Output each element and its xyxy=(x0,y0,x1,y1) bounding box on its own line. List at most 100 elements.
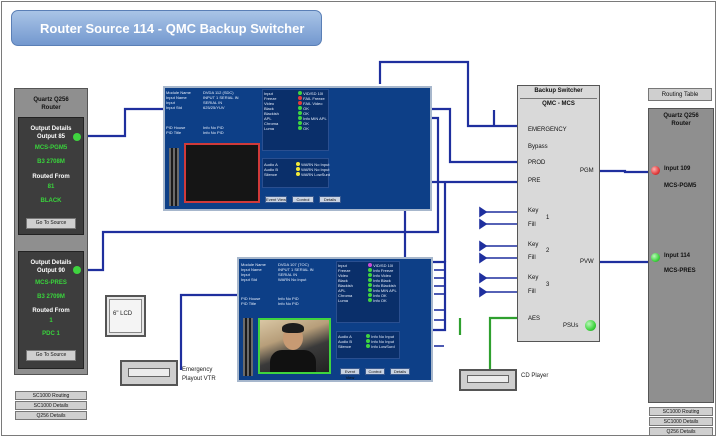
right-sc1000-routing-button[interactable]: SC1000 Routing xyxy=(649,407,713,416)
monitor2-control-button[interactable]: Control xyxy=(365,368,385,375)
line-aes xyxy=(488,316,519,372)
monitor2-audio-a-led xyxy=(366,334,370,338)
routing-table-button[interactable]: Routing Table xyxy=(648,88,712,101)
monitor1-luma-led xyxy=(298,126,302,130)
output85-routed-2: BLACK xyxy=(40,198,62,204)
monitor1-black-led xyxy=(298,106,302,110)
line-output90-monitor2 xyxy=(86,116,440,272)
monitor1-level-meters xyxy=(169,148,179,206)
left-router-title-1: Quartz Q256 xyxy=(33,97,69,103)
monitor2-status-values: VID/SD 10I Info Freeze Info Video Info B… xyxy=(368,263,397,303)
monitor1-details-button[interactable]: Details xyxy=(319,196,341,203)
monitor2-info-values: DVDA 107 (TOC) INPUT 1 SERIAL IN SERIAL … xyxy=(278,262,314,282)
monitor2-apl-led xyxy=(368,288,372,292)
monitor1-pid: PID House PID Title xyxy=(166,125,186,135)
output85-value-2: B3 2708M xyxy=(37,159,65,165)
monitor1-pid-values: Info No PID Info No PID xyxy=(203,125,224,135)
go-to-source-button-85[interactable]: Go To Source xyxy=(26,218,76,229)
lcd-label: 6" LCD xyxy=(113,311,133,317)
key-2-label: Key xyxy=(528,242,539,248)
fill-2-label: Fill xyxy=(528,255,536,261)
output90-value-1: MCS-PRES xyxy=(35,280,67,286)
output90-value-2: B3 2709M xyxy=(37,294,65,300)
output90-header-1: Output Details xyxy=(30,260,72,266)
monitor1-control-button[interactable]: Control xyxy=(292,196,314,203)
monitor1-event-view-button[interactable]: Event View xyxy=(265,196,287,203)
line-monitor1-prod xyxy=(430,107,519,164)
output85-value-1: MCS-PGM5 xyxy=(34,145,68,151)
input-bypass[interactable]: Bypass xyxy=(528,144,548,150)
aes-label: AES xyxy=(528,316,541,322)
lcd-monitor-inner xyxy=(109,299,142,333)
line-pgm xyxy=(598,169,648,174)
output-pgm-label: PGM xyxy=(580,168,594,174)
monitor1-freeze-led xyxy=(298,96,302,100)
monitor1-audio-b-led xyxy=(296,167,300,171)
presenter-hair-shape xyxy=(282,323,304,333)
monitor1-video-screen xyxy=(184,143,260,203)
switcher-divider xyxy=(520,98,597,99)
backup-switcher-title: Backup Switcher xyxy=(534,88,583,94)
go-to-source-button-90[interactable]: Go To Source xyxy=(26,350,76,361)
monitor2-video-led xyxy=(368,273,372,277)
backup-switcher-subtitle: QMC - MCS xyxy=(542,101,575,107)
right-sc1000-details-button[interactable]: SC1000 Details xyxy=(649,417,713,426)
input109-label: Input 109 xyxy=(664,166,691,172)
monitor2-blackish-led xyxy=(368,283,372,287)
monitor1-status-labels: Input Freeze Video Black Blackish APL Ch… xyxy=(264,91,279,131)
monitor1-info: Module Name Input Name Input Input Std xyxy=(166,90,191,110)
monitor1-silence-led xyxy=(296,172,300,176)
fill-1-label: Fill xyxy=(528,222,536,228)
output85-routed-label: Routed From xyxy=(32,174,70,180)
right-router-title-1: Quartz Q256 xyxy=(663,113,699,119)
monitor1-status-block xyxy=(262,89,329,151)
monitor2-details-button[interactable]: Details xyxy=(390,368,410,375)
monitor2-luma-led xyxy=(368,298,372,302)
monitor2-pid-values: Info No PID Info No PID xyxy=(278,296,299,306)
input-prod[interactable]: PROD xyxy=(528,160,546,166)
monitor1-apl-led xyxy=(298,116,302,120)
output85-routed-1: 81 xyxy=(47,184,55,190)
psu-status-led xyxy=(585,320,596,331)
monitor1-video-led xyxy=(298,101,302,105)
vtr-label-1: Emergency xyxy=(182,367,213,373)
monitor2-audio-labels: Audio A Audio B Silence xyxy=(338,334,353,349)
monitor2-chroma-led xyxy=(368,293,372,297)
backup-switcher-panel xyxy=(517,85,600,342)
output85-header-1: Output Details xyxy=(30,126,72,132)
left-router-title-2: Router xyxy=(41,105,61,111)
monitor1-audio-values: WARN No Input WARN No Input WARN LowSurd xyxy=(296,162,330,177)
monitor1-chroma-led xyxy=(298,121,302,125)
input114-status-led xyxy=(651,253,660,262)
line-vtr xyxy=(179,293,240,370)
output85-status-led xyxy=(73,133,81,141)
output90-routed-1: 1 xyxy=(49,318,53,324)
monitor1-status-values: VID/SD 10I FAIL Freeze FAIL Video OK OK … xyxy=(298,91,327,131)
output90-status-led xyxy=(73,266,81,274)
monitor2-silence-led xyxy=(366,344,370,348)
monitor2-black-led xyxy=(368,278,372,282)
monitor2-audio-values: Info No Input Info No Input Info LowSurd xyxy=(366,334,395,349)
key-3-number: 3 xyxy=(546,282,550,288)
input109-status-led xyxy=(651,166,660,175)
monitor2-status-labels: Input Freeze Video Black Blackish APL Ch… xyxy=(338,263,353,303)
output90-routed-2: PDC 1 xyxy=(42,331,60,337)
line-output85-monitor1 xyxy=(86,107,166,138)
vtr-slot xyxy=(128,368,170,377)
key-2-number: 2 xyxy=(546,248,550,254)
fill-3-label: Fill xyxy=(528,289,536,295)
input-emergency[interactable]: EMERGENCY xyxy=(528,127,567,133)
left-q256-details-button[interactable]: Q256 Details xyxy=(15,411,87,420)
left-sc1000-details-button[interactable]: SC1000 Details xyxy=(15,401,87,410)
cd-player-label: CD Player xyxy=(521,373,549,379)
monitor2-event-view-button[interactable]: Event View xyxy=(340,368,360,380)
right-q256-details-button[interactable]: Q256 Details xyxy=(649,427,713,436)
output85-header-2: Output 85 xyxy=(37,134,65,140)
output-pvw-label: PVW xyxy=(580,259,594,265)
monitor1-input-led xyxy=(298,91,302,95)
monitor1-audio-labels: Audio A Audio B Silence xyxy=(264,162,279,177)
monitor2-input-led xyxy=(368,263,372,267)
input-pre[interactable]: PRE xyxy=(528,178,541,184)
left-sc1000-routing-button[interactable]: SC1000 Routing xyxy=(15,391,87,400)
